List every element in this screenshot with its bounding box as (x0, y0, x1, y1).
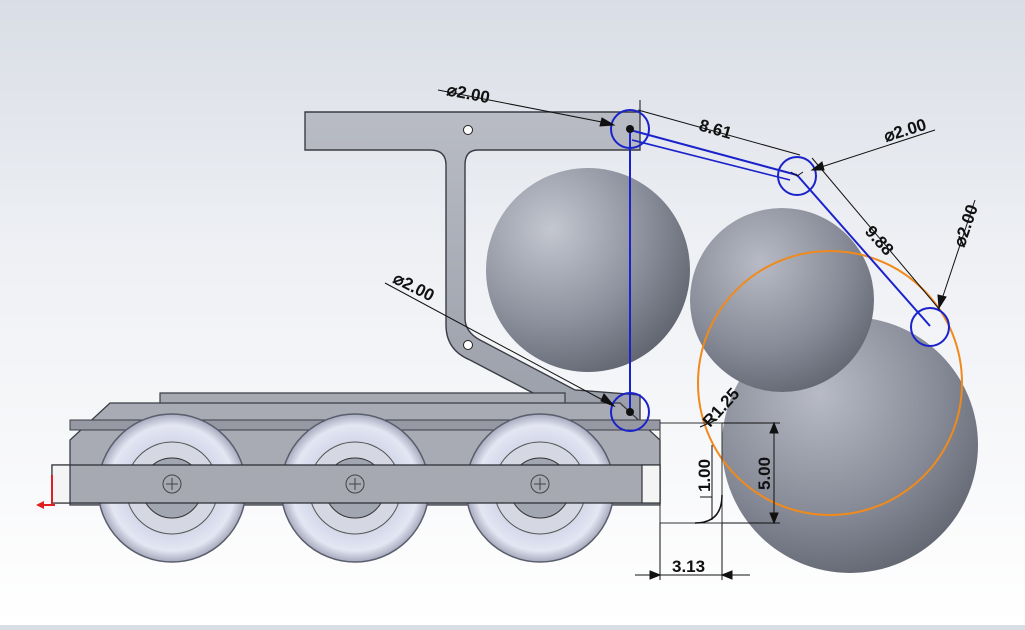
dimension-height-large[interactable]: 5.00 (755, 457, 774, 490)
selected-circle[interactable] (697, 250, 963, 516)
sphere-body[interactable] (486, 168, 978, 573)
joint-circle-right[interactable] (910, 307, 950, 347)
origin-triad-icon (36, 475, 55, 509)
dimension-diameter-top-right[interactable]: ⌀2.00 (882, 115, 929, 146)
joint-circle-top-right[interactable] (777, 156, 817, 196)
dimension-diameter-top-left[interactable]: ⌀2.00 (445, 80, 491, 107)
dimension-diameter-right[interactable]: ⌀2.00 (950, 202, 982, 249)
joint-circle-top-left[interactable] (610, 109, 650, 149)
dimension-diameter-lower-left[interactable]: ⌀2.00 (390, 269, 437, 306)
sketch-linkage[interactable] (629, 129, 931, 413)
center-mark-icon (162, 474, 550, 494)
dimension-link-upper[interactable]: 8.61 (697, 116, 734, 143)
dimension-offset-small[interactable]: 1.00 (695, 459, 714, 492)
joint-circle-bottom-left[interactable] (610, 392, 650, 432)
dimension-leaders (384, 89, 976, 580)
dimension-width-bottom[interactable]: 3.13 (672, 557, 705, 576)
